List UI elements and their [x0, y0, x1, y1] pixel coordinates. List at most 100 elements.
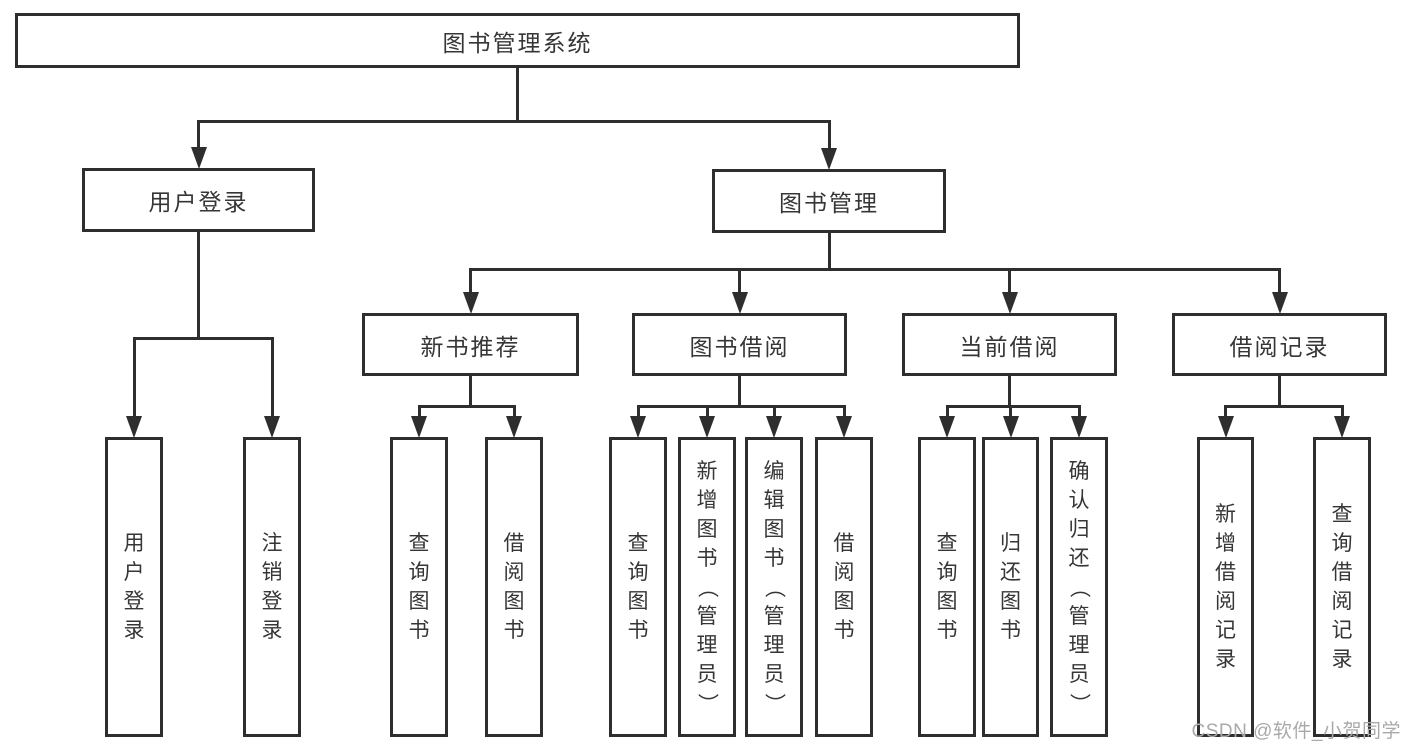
arrowhead-cb-query-book — [939, 416, 955, 438]
node-label-char: 录 — [1331, 648, 1353, 671]
node-label: 注销登录 — [260, 529, 284, 645]
node-label-char: 新 — [1215, 503, 1236, 526]
connector-drop-new-book-recommend — [469, 268, 472, 295]
node-label: 图书管理 — [779, 190, 879, 216]
node-ul-user-login: 用户登录 — [105, 437, 163, 737]
node-label-char: 图 — [503, 590, 525, 613]
node-label-char: 图 — [833, 590, 855, 613]
node-label-char: 借 — [833, 532, 855, 555]
arrowhead-ul-logout — [264, 416, 280, 438]
node-borrow-records: 借阅记录 — [1172, 313, 1387, 376]
node-label-char: 记 — [1331, 619, 1353, 642]
connector-stem-book-mgmt — [827, 232, 831, 271]
node-current-borrow: 当前借阅 — [902, 313, 1117, 376]
node-bb-borrow-book: 借阅图书 — [815, 437, 873, 737]
connector-stem-book-borrow — [738, 375, 741, 408]
node-label-char: 确 — [1068, 459, 1090, 483]
node-label-char: 员 — [696, 662, 718, 686]
node-label-char: 登 — [261, 590, 283, 613]
node-ul-logout: 注销登录 — [243, 437, 301, 737]
node-label-char: 录 — [261, 619, 283, 642]
node-label-char: 阅 — [833, 561, 855, 584]
node-label-char: 书 — [627, 619, 649, 642]
node-label: 新增借阅记录 — [1214, 500, 1238, 674]
node-label-char: 户 — [123, 561, 145, 584]
node-label-char: 阅 — [503, 561, 525, 584]
node-label-char: 归 — [1068, 517, 1090, 541]
node-label-char: 增 — [1215, 532, 1236, 555]
node-label-char: 记 — [1215, 619, 1236, 642]
node-label-char: 书 — [936, 619, 958, 642]
node-label-char: 询 — [936, 561, 958, 584]
arrowhead-cb-confirm-return — [1071, 416, 1087, 438]
node-label-char: 录 — [1215, 648, 1236, 671]
node-label-char: 图 — [627, 590, 649, 613]
node-label: 借阅图书 — [502, 529, 526, 645]
arrowhead-cb-return-book — [1002, 416, 1019, 438]
connector-drop-nbr-borrow-book — [512, 405, 516, 419]
node-label: 查询借阅记录 — [1330, 500, 1354, 674]
connector-rail-library-system — [197, 120, 831, 123]
node-label-char: 借 — [1215, 561, 1236, 584]
node-label: 新增图书（管理员） — [695, 457, 719, 718]
arrowhead-ul-user-login — [126, 416, 142, 438]
arrowhead-book-mgmt — [821, 148, 837, 170]
node-label-char: 图 — [408, 590, 430, 613]
arrowhead-bb-edit-book — [766, 416, 782, 438]
connector-stem-library-system — [516, 67, 519, 123]
arrowhead-book-borrow — [731, 292, 748, 314]
node-cb-query-book: 查询图书 — [918, 437, 976, 737]
node-label: 确认归还（管理员） — [1067, 457, 1091, 718]
node-label-char: 理 — [1068, 633, 1090, 657]
node-label-char: 新 — [696, 459, 718, 483]
node-label-char: ） — [1067, 692, 1091, 714]
node-label-char: （ — [1067, 576, 1091, 598]
node-label-char: 书 — [503, 619, 525, 642]
node-label-char: 员 — [1068, 662, 1090, 686]
node-bb-add-book: 新增图书（管理员） — [678, 437, 736, 737]
node-bb-edit-book: 编辑图书（管理员） — [745, 437, 803, 737]
node-label-char: 查 — [1331, 503, 1353, 526]
node-label: 用户登录 — [148, 189, 249, 215]
connector-stem-new-book-recommend — [469, 375, 472, 408]
node-label-char: 还 — [1000, 561, 1021, 584]
connector-drop-book-borrow — [738, 268, 741, 295]
arrowhead-br-add-record — [1217, 416, 1234, 438]
node-label-char: 查 — [408, 532, 430, 555]
connector-drop-cb-return-book — [1009, 405, 1012, 419]
connector-drop-ul-logout — [270, 337, 274, 419]
node-label-char: 增 — [696, 488, 718, 512]
node-cb-confirm-return: 确认归还（管理员） — [1050, 437, 1108, 737]
connector-rail-new-book-recommend — [417, 405, 516, 408]
node-label: 当前借阅 — [959, 333, 1060, 360]
arrowhead-current-borrow — [1001, 292, 1018, 314]
node-label: 借阅记录 — [1229, 333, 1330, 360]
node-label: 图书管理系统 — [442, 29, 593, 56]
arrowhead-new-book-recommend — [462, 292, 479, 314]
arrowhead-bb-add-book — [699, 416, 715, 438]
node-br-add-record: 新增借阅记录 — [1197, 437, 1254, 737]
arrowhead-borrow-records — [1271, 292, 1288, 314]
csdn-watermark: CSDN @软件_小贺同学 — [1191, 721, 1401, 742]
connector-rail-user-login — [132, 337, 274, 340]
connector-rail-current-borrow — [945, 405, 1081, 408]
node-label-char: 借 — [503, 532, 525, 555]
node-label-char: 阅 — [1331, 590, 1353, 613]
arrowhead-nbr-borrow-book — [506, 416, 522, 438]
arrowhead-bb-borrow-book — [836, 416, 852, 438]
node-br-query-record: 查询借阅记录 — [1313, 437, 1371, 737]
node-label-char: 查 — [936, 532, 958, 555]
node-label-char: 归 — [1000, 532, 1021, 555]
node-label-char: 理 — [763, 633, 785, 657]
connector-drop-current-borrow — [1008, 268, 1011, 295]
connector-drop-br-query-record — [1340, 405, 1344, 419]
connector-drop-user-login — [197, 120, 200, 150]
node-label-char: 销 — [261, 561, 283, 584]
node-nbr-borrow-book: 借阅图书 — [485, 437, 543, 737]
node-label-char: 管 — [763, 604, 785, 628]
node-label-char: 询 — [1331, 532, 1353, 555]
node-label-char: 登 — [123, 590, 145, 613]
node-user-login: 用户登录 — [82, 168, 315, 232]
node-label-char: 阅 — [1215, 590, 1236, 613]
